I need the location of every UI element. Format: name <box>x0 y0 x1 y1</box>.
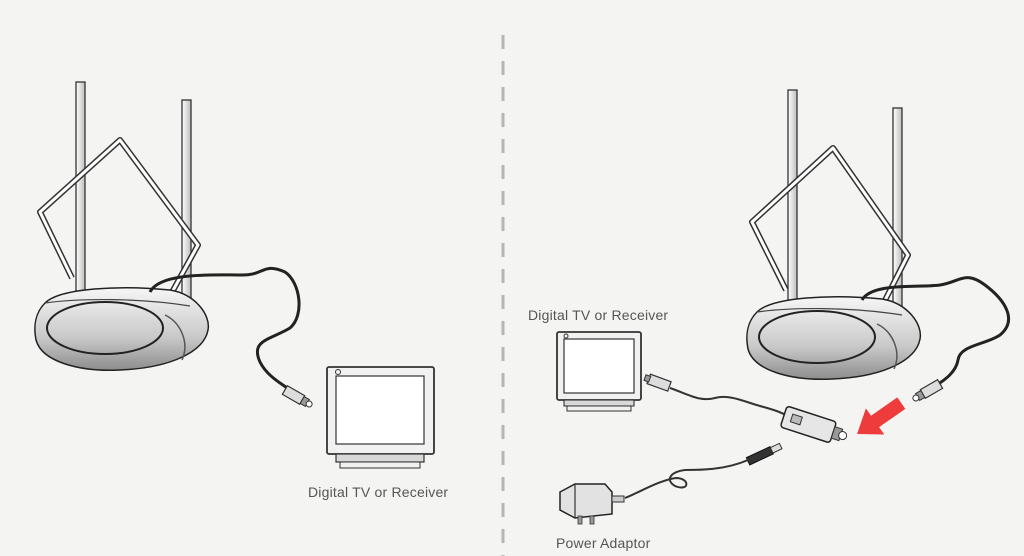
dc-plug <box>745 442 783 466</box>
left-tv-label: Digital TV or Receiver <box>308 484 449 500</box>
right-antenna <box>746 89 1011 402</box>
left-antenna <box>34 81 313 408</box>
right-antenna-loop <box>749 145 911 320</box>
right-tv-icon <box>556 331 642 412</box>
left-antenna-rod-1 <box>75 81 86 293</box>
left-antenna-cable <box>148 266 301 394</box>
power-adaptor-cable <box>624 459 749 499</box>
left-antenna-loop <box>37 137 201 307</box>
power-adaptor-icon <box>559 483 625 525</box>
power-injector <box>780 405 848 443</box>
power-adaptor-label: Power Adaptor <box>556 535 651 551</box>
left-coax-connector <box>281 384 313 408</box>
tv-coax-cable <box>643 373 789 417</box>
right-coax-connector <box>912 378 944 402</box>
right-antenna-base <box>746 296 922 380</box>
right-antenna-cable <box>860 276 1011 388</box>
left-antenna-base <box>34 287 210 371</box>
right-tv-label: Digital TV or Receiver <box>528 307 669 323</box>
red-arrow-icon <box>857 397 906 435</box>
right-antenna-rod-1 <box>787 89 798 301</box>
left-tv-icon <box>326 366 435 469</box>
